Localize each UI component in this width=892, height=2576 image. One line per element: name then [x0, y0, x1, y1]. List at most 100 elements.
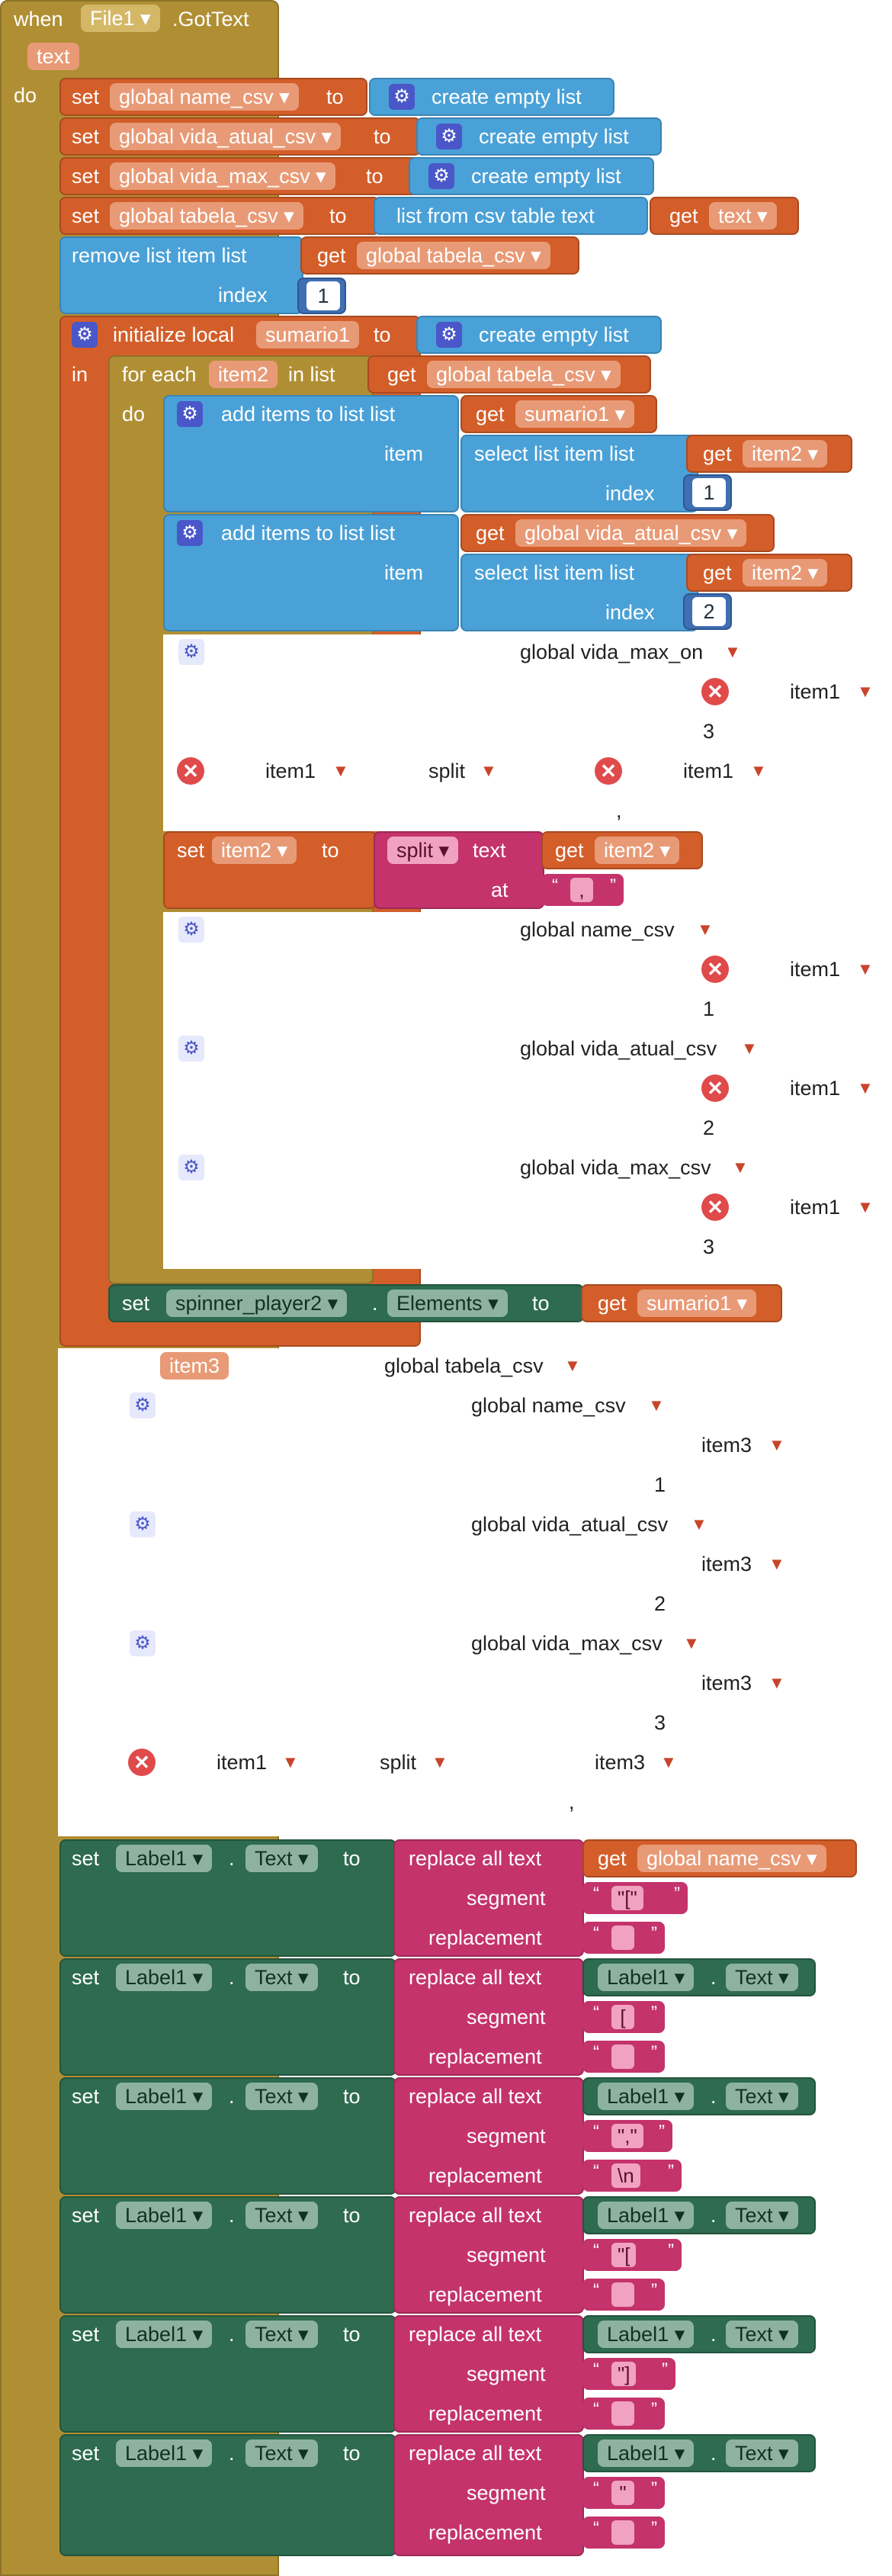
component-dropdown-label1[interactable]: Label1 ▾: [598, 1964, 695, 1991]
property-dropdown-text[interactable]: Text ▾: [245, 2321, 318, 2348]
component-dropdown-label1[interactable]: Label1 ▾: [116, 2202, 213, 2229]
dropdown-arrow-icon[interactable]: ▼: [768, 1673, 785, 1692]
dropdown-arrow-icon[interactable]: ▼: [732, 1158, 749, 1177]
dropdown-arrow-icon[interactable]: ▼: [282, 1752, 299, 1771]
dropdown-arrow-icon[interactable]: ▼: [332, 761, 349, 780]
var-dropdown-name-csv[interactable]: global name_csv ▾: [637, 1845, 826, 1872]
var-dropdown-sumario1[interactable]: sumario1 ▾: [515, 400, 635, 428]
component-dropdown-label1[interactable]: Label1 ▾: [116, 2083, 213, 2110]
gear-icon[interactable]: ⚙: [72, 322, 98, 348]
property-dropdown-text[interactable]: Text ▾: [245, 2083, 318, 2110]
gear-icon[interactable]: ⚙: [178, 917, 204, 943]
property-dropdown-text[interactable]: Text ▾: [245, 2439, 318, 2467]
gear-icon[interactable]: ⚙: [436, 124, 462, 149]
list-from-csv-table-block[interactable]: [374, 197, 648, 235]
dropdown-arrow-icon[interactable]: ▼: [750, 761, 767, 780]
dropdown-arrow-icon[interactable]: ▼: [697, 920, 714, 939]
string-replacement[interactable]: “\n”: [582, 2160, 682, 2192]
set-label1-text-block[interactable]: [59, 2434, 396, 2556]
dropdown-arrow-icon[interactable]: ▼: [768, 1554, 785, 1573]
property-dropdown-text[interactable]: Text ▾: [726, 2439, 798, 2467]
dropdown-arrow-icon[interactable]: ▼: [857, 1078, 874, 1097]
string-comma[interactable]: “,”: [541, 874, 624, 906]
set-label1-text-block[interactable]: [59, 2196, 396, 2314]
error-x-icon[interactable]: ✕: [701, 956, 729, 983]
var-dropdown-item2[interactable]: item2 ▾: [595, 837, 680, 864]
var-dropdown-vida-max-csv[interactable]: global vida_max_csv ▾: [110, 162, 335, 190]
var-dropdown-item2[interactable]: item2 ▾: [743, 559, 828, 586]
component-dropdown-label1[interactable]: Label1 ▾: [116, 2439, 213, 2467]
param-text[interactable]: text: [27, 43, 79, 70]
string-replacement[interactable]: “ ”: [582, 1922, 665, 1954]
error-x-icon[interactable]: ✕: [128, 1749, 156, 1776]
var-dropdown-tabela-csv[interactable]: global tabela_csv ▾: [427, 361, 621, 388]
property-dropdown-text[interactable]: Text ▾: [726, 2321, 798, 2348]
set-label1-text-block[interactable]: [59, 2315, 396, 2433]
split-dropdown[interactable]: split ▾: [387, 837, 459, 864]
property-dropdown-elements[interactable]: Elements ▾: [387, 1290, 508, 1317]
gear-icon[interactable]: ⚙: [428, 163, 454, 189]
var-dropdown-item2[interactable]: item2 ▾: [743, 440, 828, 467]
string-replacement[interactable]: “ ”: [582, 2517, 665, 2549]
dropdown-arrow-icon[interactable]: ▼: [724, 642, 741, 661]
gear-icon[interactable]: ⚙: [178, 639, 204, 665]
string-replacement[interactable]: “ ”: [582, 2041, 665, 2073]
dropdown-arrow-icon[interactable]: ▼: [691, 1514, 708, 1534]
error-x-icon[interactable]: ✕: [701, 1074, 729, 1102]
gear-icon[interactable]: ⚙: [178, 1036, 204, 1062]
dropdown-arrow-icon[interactable]: ▼: [648, 1396, 665, 1415]
gear-icon[interactable]: ⚙: [389, 84, 415, 110]
select-list-item-block[interactable]: [460, 554, 698, 631]
property-dropdown-text[interactable]: Text ▾: [726, 1964, 798, 1991]
var-dropdown-item2[interactable]: item2 ▾: [212, 837, 297, 864]
error-x-icon[interactable]: ✕: [701, 678, 729, 705]
dropdown-arrow-icon[interactable]: ▼: [741, 1039, 758, 1058]
dropdown-arrow-icon[interactable]: ▼: [768, 1435, 785, 1454]
dropdown-arrow-icon[interactable]: ▼: [432, 1752, 448, 1771]
var-dropdown-text[interactable]: text ▾: [709, 202, 777, 230]
gear-icon[interactable]: ⚙: [178, 1155, 204, 1180]
set-label1-text-block[interactable]: [59, 2077, 396, 2195]
component-dropdown-label1[interactable]: Label1 ▾: [598, 2439, 695, 2467]
var-dropdown-vida-atual-csv[interactable]: global vida_atual_csv ▾: [110, 123, 342, 150]
component-dropdown-label1[interactable]: Label1 ▾: [116, 1845, 213, 1872]
gear-icon[interactable]: ⚙: [177, 401, 203, 427]
set-label1-text-block[interactable]: [59, 1958, 396, 2076]
string-segment[interactable]: “[”: [582, 2001, 665, 2033]
component-dropdown-label1[interactable]: Label1 ▾: [116, 2321, 213, 2348]
component-dropdown-spinner[interactable]: spinner_player2 ▾: [166, 1290, 348, 1317]
property-dropdown-text[interactable]: Text ▾: [726, 2083, 798, 2110]
dropdown-arrow-icon[interactable]: ▼: [857, 959, 874, 978]
error-x-icon[interactable]: ✕: [595, 757, 622, 785]
property-dropdown-text[interactable]: Text ▾: [245, 1845, 318, 1872]
dropdown-arrow-icon[interactable]: ▼: [683, 1633, 700, 1653]
loop-var-item2[interactable]: item2: [209, 361, 278, 388]
dropdown-arrow-icon[interactable]: ▼: [660, 1752, 677, 1771]
error-x-icon[interactable]: ✕: [701, 1193, 729, 1221]
string-replacement[interactable]: “ ”: [582, 2398, 665, 2430]
add-items-to-list-block[interactable]: [163, 514, 459, 631]
replace-all-text-block[interactable]: [393, 1958, 584, 2076]
gear-icon[interactable]: ⚙: [130, 1511, 156, 1537]
property-dropdown-text[interactable]: Text ▾: [726, 2202, 798, 2229]
string-segment[interactable]: “"”: [582, 2477, 665, 2509]
add-items-to-list-block[interactable]: [163, 395, 459, 512]
dropdown-arrow-icon[interactable]: ▼: [857, 682, 874, 701]
property-dropdown-text[interactable]: Text ▾: [245, 1964, 318, 1991]
number-value[interactable]: 2: [692, 597, 726, 626]
var-dropdown-tabela-csv[interactable]: global tabela_csv ▾: [110, 202, 303, 230]
var-dropdown-name-csv[interactable]: global name_csv ▾: [110, 83, 299, 111]
property-dropdown-text[interactable]: Text ▾: [245, 2202, 318, 2229]
component-dropdown-label1[interactable]: Label1 ▾: [598, 2321, 695, 2348]
string-segment[interactable]: “"[”: [582, 2239, 682, 2271]
string-segment[interactable]: “"]”: [582, 2358, 675, 2390]
number-value[interactable]: 1: [306, 281, 340, 310]
number-value[interactable]: 1: [692, 478, 726, 507]
replace-all-text-block[interactable]: [393, 2434, 584, 2556]
set-label1-text-block[interactable]: [59, 1839, 396, 1957]
select-list-item-block[interactable]: [460, 435, 698, 512]
gear-icon[interactable]: ⚙: [177, 520, 203, 546]
local-var-sumario1[interactable]: sumario1: [256, 321, 360, 348]
error-x-icon[interactable]: ✕: [177, 757, 204, 785]
string-segment[interactable]: “","”: [582, 2120, 672, 2152]
